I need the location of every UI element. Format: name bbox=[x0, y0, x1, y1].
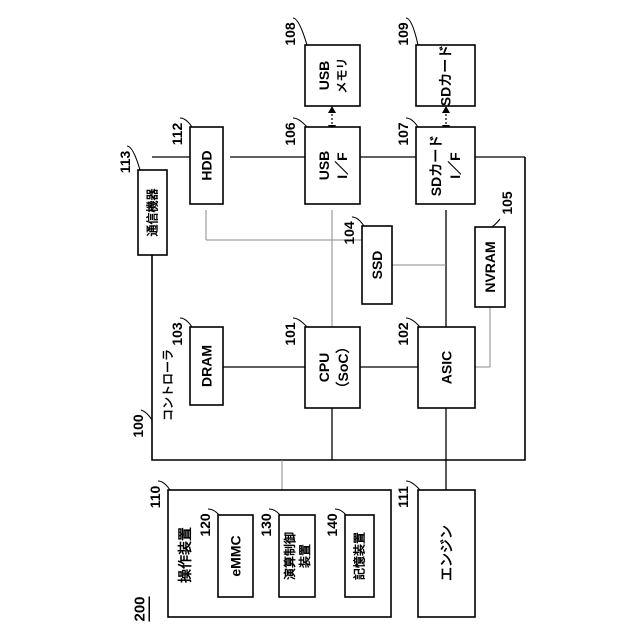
asic-label: ASIC bbox=[439, 351, 455, 384]
ref-asic: 102 bbox=[395, 322, 411, 346]
ref-ssd: 104 bbox=[341, 221, 357, 245]
ref-sd-card: 109 bbox=[395, 22, 411, 46]
usb-if-box bbox=[305, 127, 360, 204]
ref-dram: 103 bbox=[169, 322, 185, 346]
usb-if-line1: USB bbox=[316, 151, 332, 181]
ref-sd-if: 107 bbox=[395, 122, 411, 146]
arithmetic-line1: 演算制御 bbox=[282, 532, 297, 580]
ssd-label: SSD bbox=[369, 251, 385, 280]
usb-memory-box bbox=[305, 45, 360, 106]
ref-cpu: 101 bbox=[282, 322, 298, 346]
sd-if-line1: SDカード bbox=[428, 135, 444, 196]
ref-storage: 140 bbox=[324, 513, 340, 537]
ref-communication: 113 bbox=[117, 150, 133, 173]
ref-engine: 111 bbox=[395, 486, 411, 508]
sd-if-line2: I／F bbox=[447, 152, 463, 179]
ref-emmc: 120 bbox=[197, 513, 213, 537]
hdd-label: HDD bbox=[199, 150, 215, 180]
ref-usb-if: 106 bbox=[282, 122, 298, 146]
usb-memory-line2: メモリ bbox=[335, 57, 349, 93]
leader-nvram bbox=[492, 219, 500, 227]
ref-arithmetic: 130 bbox=[258, 513, 274, 537]
usb-arrow-up bbox=[328, 106, 336, 113]
nvram-label: NVRAM bbox=[482, 241, 498, 292]
usb-memory-line1: USB bbox=[316, 61, 332, 91]
communication-label: 通信機器 bbox=[145, 188, 160, 237]
sd-card-label: SDカード bbox=[438, 45, 454, 106]
dram-label: DRAM bbox=[199, 345, 215, 387]
figure-number: 200 bbox=[132, 596, 149, 621]
cpu-line2: （SoC） bbox=[335, 340, 351, 396]
sd-if-box bbox=[416, 127, 475, 204]
cpu-box bbox=[305, 327, 360, 408]
emmc-label: eMMC bbox=[228, 535, 244, 576]
storage-label: 記憶装置 bbox=[352, 532, 367, 580]
usb-if-line2: I／F bbox=[334, 152, 350, 179]
ref-nvram: 105 bbox=[499, 191, 515, 215]
cpu-line1: CPU bbox=[316, 353, 332, 383]
engine-label: エンジン bbox=[439, 525, 455, 581]
operation-device-label: 操作装置 bbox=[177, 527, 193, 583]
ref-usb-memory: 108 bbox=[282, 22, 298, 46]
ref-hdd: 112 bbox=[169, 122, 185, 145]
ref-controller: 100 bbox=[130, 414, 146, 438]
arithmetic-line2: 装置 bbox=[297, 544, 312, 569]
ref-operation-device: 110 bbox=[147, 485, 163, 508]
controller-label: コントローラ bbox=[161, 349, 175, 421]
